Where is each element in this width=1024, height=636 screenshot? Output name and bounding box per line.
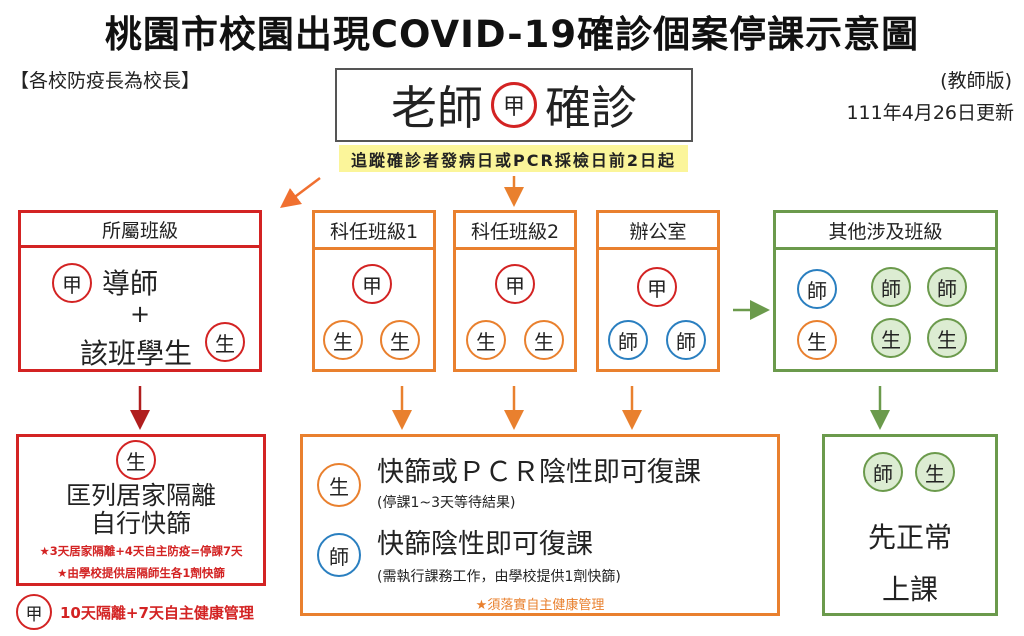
main-case-box: 老師 甲 確診 xyxy=(335,68,693,142)
plus-sign: + xyxy=(130,300,151,328)
own-class-header: 所屬班級 xyxy=(18,210,262,248)
quarantine-note-1: ★3天居家隔離+4天自主防疫=停課7天 xyxy=(39,544,243,558)
other-classes-header: 其他涉及班級 xyxy=(773,210,998,250)
arrow-to-own-class xyxy=(280,177,321,208)
quarantine-line2: 自行快篩 xyxy=(90,509,191,538)
student-circle: 生 xyxy=(380,320,420,360)
normal-class-line1: 先正常 xyxy=(867,521,952,554)
case-a-circle: 甲 xyxy=(352,264,392,304)
teacher-circle: 師 xyxy=(608,320,648,360)
teacher-circle: 師 xyxy=(797,269,837,309)
other-result-box xyxy=(822,434,998,616)
teacher-return-sub: (需執行課務工作，由學校提供1劑快篩) xyxy=(377,569,621,585)
subtitle-left: 【各校防疫長為校長】 xyxy=(10,70,201,92)
trace-period-note: 追蹤確診者發病日或PCR採檢日前2日起 xyxy=(339,145,688,172)
quarantine-note-2: ★由學校提供居隔師生各1劑快篩 xyxy=(57,566,225,580)
subject-class-2-header: 科任班級2 xyxy=(453,210,577,250)
teacher-circle: 師 xyxy=(871,267,911,307)
student-circle: 生 xyxy=(205,322,245,362)
teacher-circle: 師 xyxy=(317,533,361,577)
quarantine-line1: 匡列居家隔離 xyxy=(65,481,216,510)
student-circle: 生 xyxy=(317,463,361,507)
student-circle: 生 xyxy=(116,440,156,480)
teacher-return-rule: 快篩陰性即可復課 xyxy=(377,529,593,560)
main-confirmed-text: 確診 xyxy=(545,81,637,135)
own-class-result-box xyxy=(16,434,266,586)
subject-result-box xyxy=(300,434,780,616)
health-management-note: ★須落實自主健康管理 xyxy=(475,598,605,613)
student-circle: 生 xyxy=(524,320,564,360)
subject-class-1-header: 科任班級1 xyxy=(312,210,436,250)
office-header: 辦公室 xyxy=(596,210,720,250)
teacher-circle: 師 xyxy=(666,320,706,360)
student-circle: 生 xyxy=(871,318,911,358)
case-a-circle: 甲 xyxy=(637,267,677,307)
student-circle: 生 xyxy=(915,452,955,492)
main-teacher-text: 老師 xyxy=(391,81,483,135)
updated-date: 111年4月26日更新 xyxy=(846,102,1014,124)
teacher-circle: 師 xyxy=(863,452,903,492)
case-a-badge: 甲 xyxy=(491,82,537,128)
teacher-circle: 師 xyxy=(927,267,967,307)
case-isolation-note: 10天隔離+7天自主健康管理 xyxy=(60,604,254,622)
student-return-rule: 快篩或ＰＣＲ陰性即可復課 xyxy=(377,457,701,488)
normal-class-line2: 上課 xyxy=(881,573,938,606)
case-a-circle: 甲 xyxy=(16,594,52,630)
student-circle: 生 xyxy=(927,318,967,358)
case-a-circle: 甲 xyxy=(52,263,92,303)
version-label: (教師版) xyxy=(940,70,1012,92)
student-return-sub: (停課1~3天等待結果) xyxy=(377,495,516,511)
student-circle: 生 xyxy=(797,320,837,360)
class-students-label: 該班學生 xyxy=(80,337,193,370)
student-circle: 生 xyxy=(466,320,506,360)
page-title: 桃園市校園出現COVID-19確診個案停課示意圖 xyxy=(104,13,920,56)
homeroom-teacher-label: 導師 xyxy=(102,267,159,300)
case-a-circle: 甲 xyxy=(495,264,535,304)
student-circle: 生 xyxy=(323,320,363,360)
